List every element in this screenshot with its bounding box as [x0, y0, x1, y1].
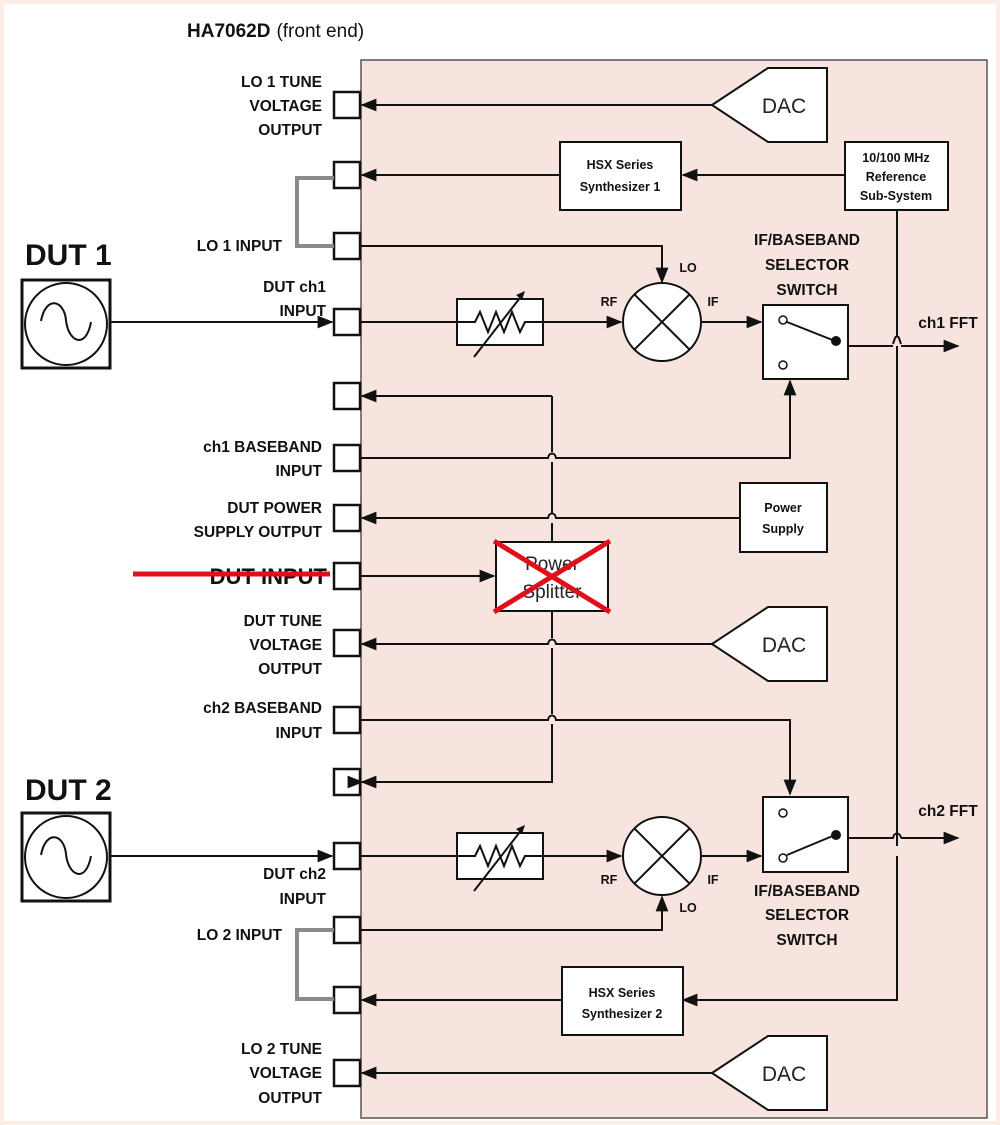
lo2-jumper-cable: [295, 928, 334, 1001]
label-dut-ch1-input-1: DUT ch1: [263, 279, 326, 296]
dut1-label: DUT 1: [25, 239, 112, 272]
mixer1-lo-label: LO: [679, 261, 697, 275]
label-dut-power-1: DUT POWER: [227, 500, 322, 517]
mixer2-if-label: IF: [707, 873, 718, 887]
port-ch2-aux-output[interactable]: [332, 767, 362, 797]
wire-dac2-to-dut-tune: [360, 637, 712, 651]
selector1-label-1: IF/BASEBAND: [754, 232, 860, 249]
label-ch1-baseband-2: INPUT: [276, 463, 323, 480]
svg-text:Power: Power: [764, 501, 802, 515]
port-lo1-tune[interactable]: [332, 90, 362, 120]
diagram-title: HA7062D(front end): [187, 21, 364, 42]
label-ch2-baseband-2: INPUT: [276, 725, 323, 742]
label-lo1-tune-2: VOLTAGE: [249, 98, 322, 115]
dac-bottom-block: DAC: [710, 1035, 828, 1111]
front-end-enclosure: [360, 59, 988, 1119]
port-dut-power-supply-output[interactable]: [332, 503, 362, 533]
label-dut-ch2-input-1: DUT ch2: [263, 866, 326, 883]
selector2-label-2: SELECTOR: [765, 907, 849, 924]
label-dut-ch1-input-2: INPUT: [280, 303, 327, 320]
wire-ref-to-synth2: [683, 210, 898, 1001]
mixer-1-icon: [622, 282, 702, 362]
wire-ch2-baseband-to-selector2: [360, 714, 797, 796]
wire-power-supply-to-dut-power: [360, 511, 740, 525]
selector1-label-2: SELECTOR: [765, 257, 849, 274]
svg-text:Splitter: Splitter: [522, 582, 582, 603]
label-lo2-tune-1: LO 2 TUNE: [241, 1041, 322, 1058]
selector1-label-3: SWITCH: [776, 282, 837, 299]
dut2-sine-source-icon: [20, 811, 112, 903]
wire-ch1-baseband-to-selector1: [360, 379, 797, 459]
port-dut-input[interactable]: [332, 561, 362, 591]
svg-text:HSX Series: HSX Series: [587, 158, 654, 172]
svg-text:Reference: Reference: [866, 170, 926, 184]
label-lo2-tune-2: VOLTAGE: [249, 1065, 322, 1082]
dut2-label: DUT 2: [25, 774, 112, 807]
port-lo2-out[interactable]: [332, 985, 362, 1015]
synthesizer-1-block: HSX Series Synthesizer 1: [559, 141, 682, 211]
selector-switch-2: [762, 796, 849, 873]
lo1-jumper-cable: [295, 176, 334, 248]
svg-text:Supply: Supply: [762, 522, 804, 536]
port-ch1-aux-output[interactable]: [332, 381, 362, 411]
label-dut-tune-3: OUTPUT: [258, 661, 322, 678]
svg-text:DAC: DAC: [762, 634, 806, 657]
mixer1-if-label: IF: [707, 295, 718, 309]
label-dut-ch2-input-2: INPUT: [280, 891, 327, 908]
port-ch2-baseband-input[interactable]: [332, 705, 362, 735]
port-lo1-out[interactable]: [332, 160, 362, 190]
synthesizer-2-block: HSX Series Synthesizer 2: [561, 966, 684, 1036]
svg-text:HSX Series: HSX Series: [589, 986, 656, 1000]
ch1-fft-label: ch1 FFT: [918, 315, 978, 332]
wire-lo2-input-to-mixer2: [360, 895, 669, 931]
selector2-label-1: IF/BASEBAND: [754, 883, 860, 900]
port-lo2-tune[interactable]: [332, 1058, 362, 1088]
label-lo1-tune-1: LO 1 TUNE: [241, 74, 322, 91]
svg-text:Synthesizer 1: Synthesizer 1: [580, 180, 661, 194]
mixer2-rf-label: RF: [601, 873, 618, 887]
svg-text:DAC: DAC: [762, 95, 806, 118]
label-dut-tune-2: VOLTAGE: [249, 637, 322, 654]
port-dut-tune-voltage-output[interactable]: [332, 628, 362, 658]
selector2-label-3: SWITCH: [776, 932, 837, 949]
selector-switch-1: [762, 304, 849, 380]
label-lo1-tune-3: OUTPUT: [258, 122, 322, 139]
dac-top-block: DAC: [710, 67, 828, 143]
label-dut-power-2: SUPPLY OUTPUT: [194, 524, 323, 541]
label-lo2-tune-3: OUTPUT: [258, 1090, 322, 1107]
wire-lo1-input-to-mixer1: [360, 245, 669, 284]
port-lo2-input[interactable]: [332, 915, 362, 945]
dac-middle-block: DAC: [710, 606, 828, 682]
label-lo2-input: LO 2 INPUT: [197, 927, 283, 944]
port-dut-ch2-input[interactable]: [332, 841, 362, 871]
crossover-ch1-fft: [892, 335, 902, 345]
svg-text:10/100 MHz: 10/100 MHz: [862, 151, 929, 165]
port-ch1-baseband-input[interactable]: [332, 443, 362, 473]
ch2-fft-label: ch2 FFT: [918, 803, 978, 820]
power-splitter-block-removed: Power Splitter: [492, 538, 612, 615]
label-ch1-baseband-1: ch1 BASEBAND: [203, 439, 322, 456]
port-lo1-input[interactable]: [332, 231, 362, 261]
attenuator-2-icon: [456, 825, 544, 892]
reference-subsystem-block: 10/100 MHz Reference Sub-System: [844, 141, 949, 211]
strike-x-line-2: [492, 538, 612, 615]
svg-text:DAC: DAC: [762, 1063, 806, 1086]
wire-selector2-out: [848, 832, 902, 839]
label-dut-tune-1: DUT TUNE: [244, 613, 322, 630]
mixer-2-icon: [622, 816, 702, 896]
mixer2-lo-label: LO: [679, 901, 697, 915]
svg-text:Synthesizer 2: Synthesizer 2: [582, 1007, 663, 1021]
dut1-sine-source-icon: [20, 278, 112, 370]
mixer1-rf-label: RF: [601, 295, 618, 309]
label-ch2-baseband-1: ch2 BASEBAND: [203, 700, 322, 717]
svg-text:Sub-System: Sub-System: [860, 189, 932, 203]
label-lo1-input: LO 1 INPUT: [197, 238, 283, 255]
port-dut-ch1-input[interactable]: [332, 307, 362, 337]
power-supply-block: Power Supply: [739, 482, 828, 553]
